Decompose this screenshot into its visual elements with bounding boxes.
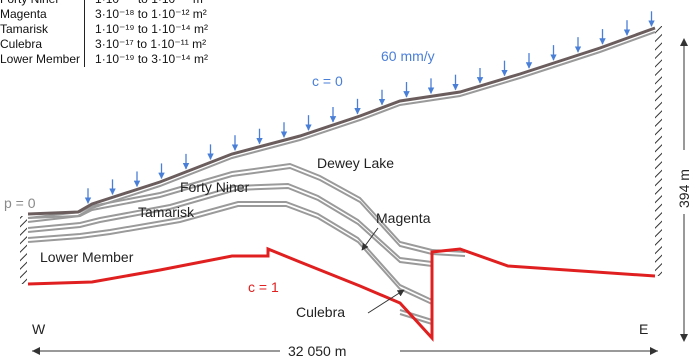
width-label: 32 050 m <box>288 343 346 359</box>
permeability-range: 3·10⁻¹⁷ to 1·10⁻¹¹ m² <box>84 37 217 52</box>
forty-niner-label: Forty Niner <box>180 179 250 195</box>
dewey-lake-label: Dewey Lake <box>317 155 394 171</box>
west-boundary-hatch <box>20 216 27 284</box>
unit-name: Magenta <box>0 7 47 21</box>
height-label: 394 m <box>676 169 692 208</box>
permeability-row: Forty Niner1·10⁻¹⁹ to 1·10⁻¹³ m² <box>0 0 217 7</box>
recharge-arrows <box>84 11 655 204</box>
p-zero-label: p = 0 <box>4 195 36 211</box>
permeability-range: 1·10⁻¹⁹ to 1·10⁻¹⁴ m² <box>84 22 217 37</box>
permeability-row: Tamarisk 1·10⁻¹⁹ to 1·10⁻¹⁴ m² <box>0 22 217 37</box>
permeability-range: 1·10⁻¹⁹ to 3·10⁻¹⁴ m² <box>84 52 217 67</box>
permeability-row: Magenta 3·10⁻¹⁸ to 1·10⁻¹² m² <box>0 7 217 22</box>
culebra-leader <box>367 289 405 314</box>
unit-name: Culebra <box>0 37 43 51</box>
lower-member-label: Lower Member <box>40 249 134 265</box>
c-one-label: c = 1 <box>248 279 279 295</box>
tamarisk-label: Tamarisk <box>138 204 195 220</box>
east-boundary-hatch <box>655 26 662 276</box>
permeability-range: 1·10⁻¹⁹ to 1·10⁻¹³ m² <box>84 0 217 7</box>
unit-name: Lower Member <box>0 52 81 66</box>
recharge-label: 60 mm/y <box>381 48 435 64</box>
unit-name: Tamarisk <box>0 22 49 36</box>
unit-name: Forty Niner <box>0 0 85 7</box>
c-zero-label: c = 0 <box>312 73 343 89</box>
west-label: W <box>32 321 46 337</box>
culebra-label: Culebra <box>296 304 345 320</box>
ground-surface-line <box>27 26 656 216</box>
magenta-leader <box>361 227 379 251</box>
east-label: E <box>639 321 648 337</box>
permeability-range: 3·10⁻¹⁸ to 1·10⁻¹² m² <box>84 7 217 22</box>
permeability-row: Culebra 3·10⁻¹⁷ to 1·10⁻¹¹ m² <box>0 37 217 52</box>
magenta-label: Magenta <box>376 210 431 226</box>
base-boundary-line <box>27 246 656 342</box>
